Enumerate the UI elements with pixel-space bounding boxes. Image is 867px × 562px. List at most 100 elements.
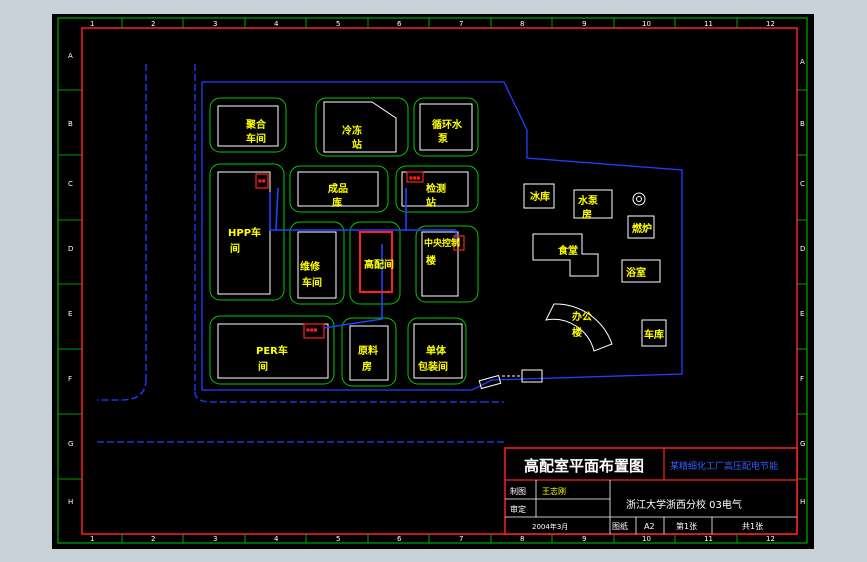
building-labels: 聚合 车间 冷冻 站 循环水 泵 成品 库 检测 站 HPP车 间 维修 车间 … [228,118,664,373]
svg-text:10: 10 [642,20,651,28]
svg-text:6: 6 [397,535,402,543]
school-name: 浙江大学浙西分校 03电气 [626,498,742,511]
external-roads [97,64,504,443]
svg-text:8: 8 [520,535,524,543]
label-weixiu: 维修 [300,260,321,273]
label-gaopei: 高配间 [364,258,394,271]
label-per: PER车 [256,344,288,357]
svg-text:1: 1 [90,535,94,543]
label-ranlu: 燃炉 [632,222,652,235]
svg-text:G: G [800,440,805,448]
svg-text:H: H [800,498,805,506]
label-danti: 单体 [426,344,447,357]
gate-symbol [478,369,543,390]
label-bingku: 冰库 [530,190,550,203]
svg-text:间: 间 [230,242,240,255]
svg-text:E: E [68,310,72,318]
svg-text:车间: 车间 [302,276,322,289]
label-cheku: 车库 [644,328,664,341]
svg-text:站: 站 [352,138,362,151]
svg-text:■: ■ [456,240,460,245]
svg-text:间: 间 [258,360,268,373]
svg-text:制图: 制图 [510,486,526,496]
row-letters-left: AB CD EF GH [68,52,73,506]
border-ticks [58,18,807,543]
svg-text:库: 库 [332,196,342,209]
label-yuanliao: 原料 [358,344,378,357]
svg-text:C: C [800,180,805,188]
drawing-title: 高配室平面布置图 [524,457,644,475]
svg-text:5: 5 [336,535,340,543]
label-hpp: HPP车 [228,226,261,239]
inner-frame [81,27,798,535]
svg-text:楼: 楼 [572,326,582,339]
label-chengpin: 成品 [328,182,348,195]
label-zhongyang: 中央控制 [424,237,460,249]
label-bangong: 办公 [572,310,592,323]
label-jiance: 检测 [426,182,446,195]
svg-text:车间: 车间 [246,132,266,145]
svg-text:G: G [68,440,73,448]
title-block: 高配室平面布置图 某精细化工厂高压配电节能 制图 王志刚 审定 浙江大学浙西分校… [504,447,798,535]
svg-text:8: 8 [520,20,524,28]
svg-text:D: D [800,245,805,253]
svg-text:F: F [68,375,72,383]
svg-text:站: 站 [426,196,436,209]
substation-marker-glyphs: ■■■■■ ■■■■ [258,175,460,332]
svg-text:6: 6 [397,20,402,28]
svg-text:E: E [800,310,804,318]
svg-text:10: 10 [642,535,651,543]
svg-text:12: 12 [766,20,775,28]
svg-text:7: 7 [459,20,463,28]
svg-text:2: 2 [151,535,155,543]
svg-text:房: 房 [362,360,372,373]
svg-text:A: A [800,58,805,66]
sheet-size: A2 [644,522,655,531]
svg-text:包装间: 包装间 [418,360,448,373]
svg-text:房: 房 [582,208,592,221]
svg-text:4: 4 [274,535,279,543]
drawing-date: 2004年3月 [532,522,568,531]
svg-text:4: 4 [274,20,279,28]
svg-text:■■: ■■ [258,178,266,183]
svg-text:审定: 审定 [510,504,526,514]
svg-text:B: B [800,120,805,128]
substation-markers [255,171,465,339]
svg-text:■■■: ■■■ [409,175,421,180]
svg-text:2: 2 [151,20,155,28]
svg-text:H: H [68,498,73,506]
svg-text:11: 11 [704,535,713,543]
label-lengdong: 冷冻 [342,124,362,137]
svg-text:7: 7 [459,535,463,543]
green-roads [209,97,479,387]
sheet-number: 第1张 [676,521,697,531]
svg-text:图纸: 图纸 [612,521,628,531]
svg-text:■■■: ■■■ [306,327,318,332]
label-juhe: 聚合 [245,118,267,131]
svg-text:A: A [68,52,73,60]
svg-text:C: C [68,180,73,188]
label-yushi: 浴室 [626,266,646,279]
svg-text:11: 11 [704,20,713,28]
svg-text:泵: 泵 [438,133,449,145]
cable-runs [269,187,457,329]
gaopei-room[interactable] [359,231,393,293]
label-shuibeng: 水泵 [577,194,599,207]
svg-text:F: F [800,375,804,383]
svg-text:D: D [68,245,73,253]
svg-text:9: 9 [582,20,586,28]
sheet-total: 共1张 [742,522,763,531]
outer-frame [57,17,808,544]
label-shitang: 食堂 [557,244,578,257]
svg-text:3: 3 [213,20,217,28]
project-name: 某精细化工厂高压配电节能 [670,460,778,472]
svg-text:12: 12 [766,535,775,543]
svg-text:1: 1 [90,20,94,28]
site-boundary [201,81,683,391]
svg-text:3: 3 [213,535,217,543]
svg-text:楼: 楼 [426,254,436,267]
